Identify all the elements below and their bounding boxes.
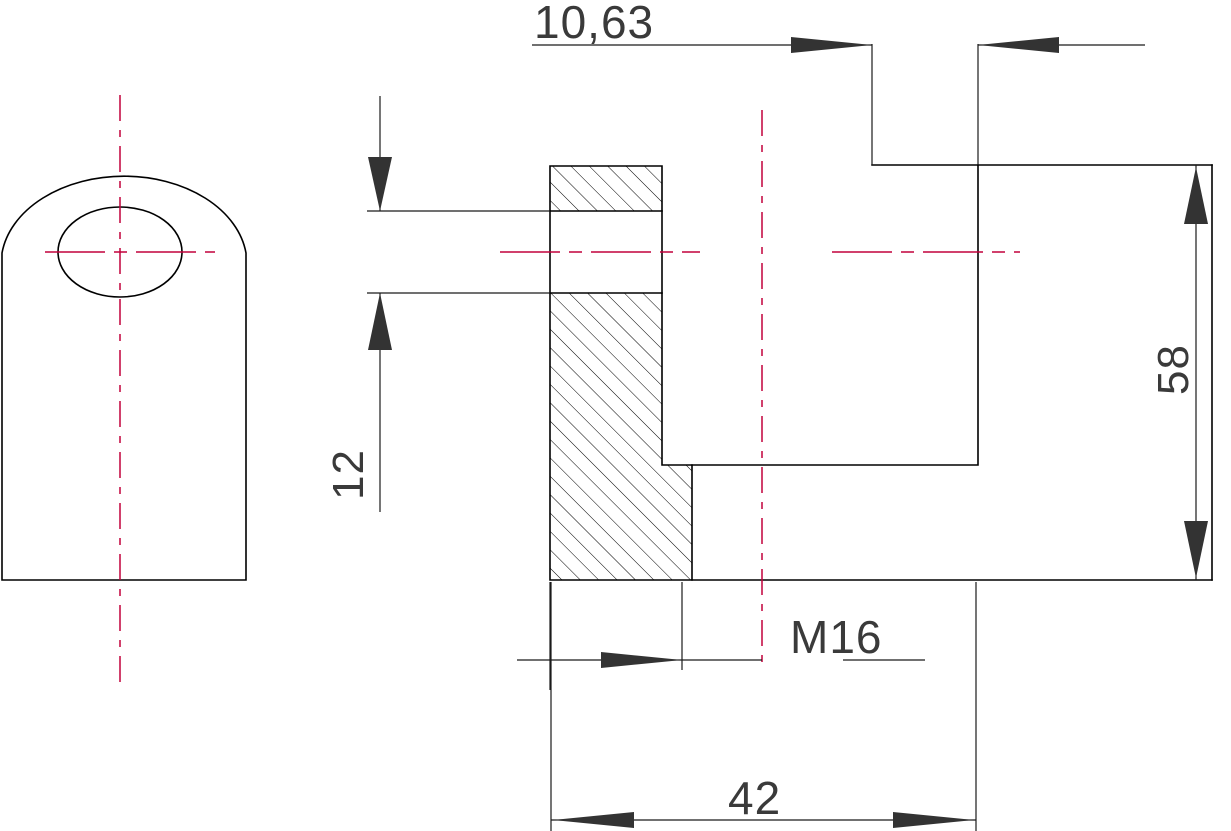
m16-arrow (601, 652, 682, 668)
section-view-group (500, 110, 1213, 662)
section-lower-hatch-fill (550, 293, 692, 580)
m16-text: M16 (790, 611, 882, 663)
dim-42-arrow-right (893, 812, 974, 828)
dim-1063-arrow-left (791, 37, 872, 53)
front-view-outline (1, 175, 247, 581)
dim-1063-arrow-right (978, 37, 1059, 53)
dim-12-arrow-top (368, 157, 392, 211)
dim-12-text: 12 (324, 449, 373, 500)
section-right-boss-outline (691, 164, 979, 466)
dim-12-arrow-bottom (368, 293, 392, 350)
dimension-12-group: 12 (324, 96, 550, 512)
dim-42-text: 42 (728, 772, 781, 824)
thread-callout-m16-group: M16 (517, 582, 925, 690)
dimension-42-group: 42 (550, 582, 977, 831)
section-upper-hatch-fill (550, 166, 662, 211)
front-view-group (1, 95, 247, 690)
dim-42-arrow-left (553, 812, 634, 828)
dim-58-text: 58 (1149, 344, 1198, 395)
dimension-58-group: 58 (1149, 165, 1208, 580)
dim-1063-text: 10,63 (534, 0, 654, 48)
dim-58-arrow-bottom (1184, 521, 1208, 578)
dim-58-arrow-top (1184, 167, 1208, 224)
dimension-10-63-group: 10,63 (532, 0, 1145, 165)
